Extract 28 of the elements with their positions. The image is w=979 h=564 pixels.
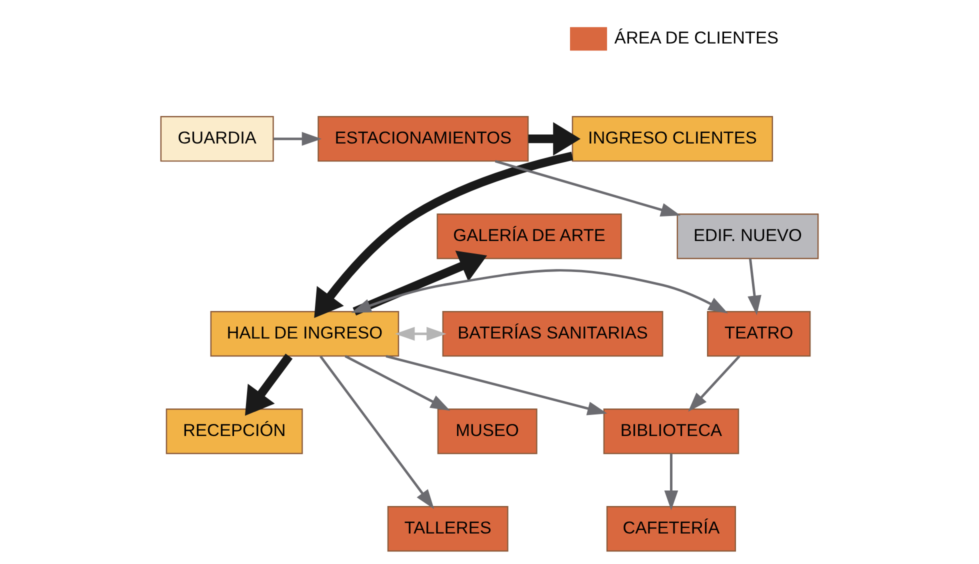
- arrow: [386, 354, 608, 416]
- node-box: TALLERES: [387, 506, 508, 552]
- node-box: BIBLIOTECA: [603, 408, 740, 454]
- node-box: RECEPCIÓN: [166, 408, 303, 454]
- node-box: ESTACIONAMIENTOS: [318, 116, 529, 162]
- arrow: [320, 356, 434, 510]
- node-box: EDIF. NUEVO: [676, 214, 819, 260]
- node-box: BATERÍAS SANITARIAS: [442, 311, 664, 357]
- node-box: INGRESO CLIENTES: [572, 116, 774, 162]
- arrow: [273, 132, 322, 146]
- node-box: CAFETERÍA: [606, 506, 736, 552]
- node-box: TEATRO: [707, 311, 811, 357]
- arrow: [351, 269, 728, 314]
- arrow: [344, 355, 450, 411]
- arrow: [245, 354, 293, 416]
- legend-label: ÁREA DE CLIENTES: [614, 27, 779, 48]
- arrow: [394, 326, 446, 341]
- arrow: [314, 152, 574, 318]
- node-box: MUSEO: [437, 408, 538, 454]
- node-box: GUARDIA: [160, 116, 274, 162]
- arrow: [688, 355, 740, 412]
- arrow: [528, 122, 581, 156]
- node-box: GALERÍA DE ARTE: [436, 214, 622, 260]
- arrow: [748, 258, 762, 316]
- arrow: [352, 250, 488, 316]
- arrow: [494, 160, 681, 217]
- node-box: HALL DE INGRESO: [210, 311, 400, 357]
- arrow: [664, 454, 678, 510]
